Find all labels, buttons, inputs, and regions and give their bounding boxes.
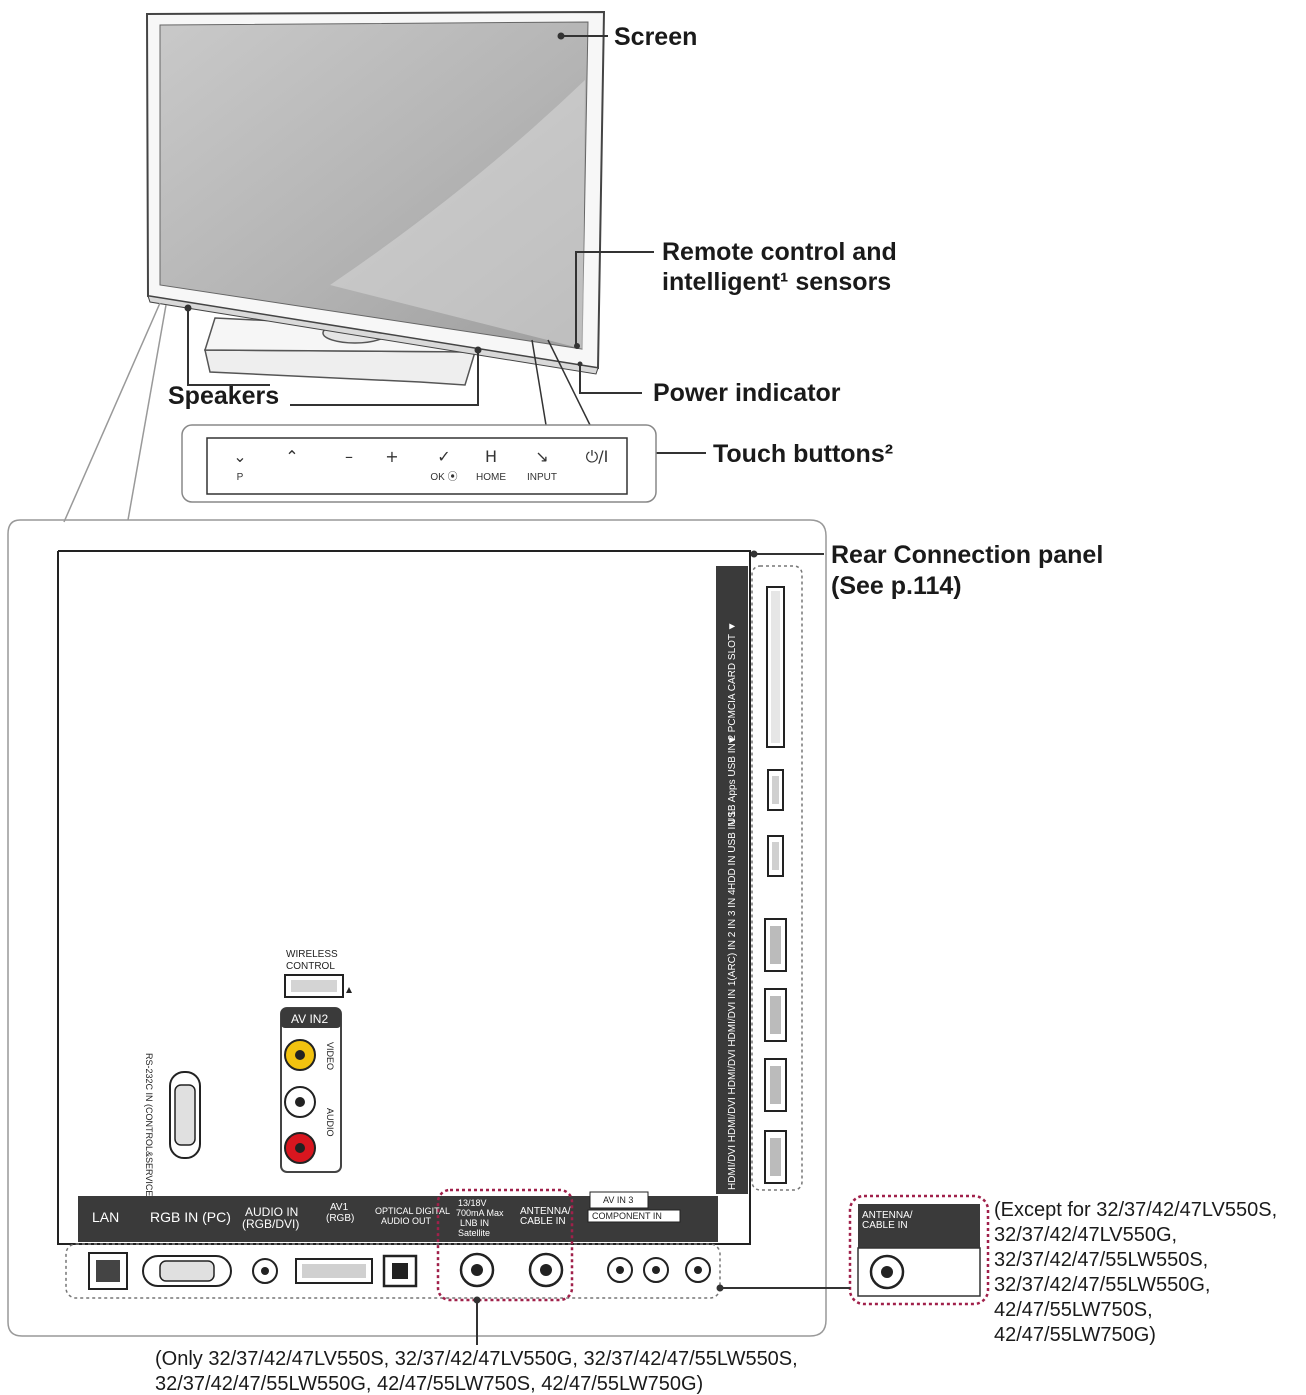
pcmcia-label: ▼ PCMCIA CARD SLOT ▼	[727, 621, 738, 745]
touch-button-label: INPUT	[527, 472, 557, 483]
usb2-label: USB Apps USB IN 2	[727, 735, 738, 825]
antenna-label-1: ANTENNA/	[520, 1206, 571, 1217]
except-note-1: (Except for 32/37/42/47LV550S,	[994, 1199, 1277, 1221]
except-note-4: 32/37/42/47/55LW550G,	[994, 1274, 1210, 1296]
lan-label: LAN	[92, 1209, 119, 1225]
video-label: VIDEO	[325, 1042, 335, 1070]
only-note-2: 32/37/42/47/55LW550G, 42/47/55LW750S, 42…	[155, 1373, 703, 1395]
ext-antenna-label-1: ANTENNA/	[862, 1210, 913, 1221]
sat-label-3: LNB IN	[460, 1218, 489, 1228]
only-note-1: (Only 32/37/42/47LV550S, 32/37/42/47LV55…	[155, 1348, 798, 1370]
touch-button-5[interactable]: H HOME	[476, 447, 506, 483]
audio-in-label-2: (RGB/DVI)	[242, 1217, 299, 1231]
antenna-label-2: CABLE IN	[520, 1216, 566, 1227]
component-label: COMPONENT IN	[592, 1211, 662, 1221]
tv-stand	[204, 349, 477, 386]
av1-label-1: AV1	[330, 1202, 349, 1213]
middle-ports	[169, 974, 352, 1173]
touch-button-symbol: ✓	[437, 447, 450, 466]
av-in3-label: AV IN 3	[603, 1195, 633, 1205]
touch-callout: Touch buttons²	[713, 440, 893, 468]
tv-illustration	[145, 10, 606, 386]
touch-button-4[interactable]: ✓ OK ⦿	[430, 447, 457, 483]
rear-panel-outline	[7, 302, 827, 1337]
sat-label-1: 13/18V	[458, 1198, 487, 1208]
rear-callout	[750, 550, 824, 558]
touch-button-0[interactable]: ⌄P	[233, 447, 246, 483]
av-in2-label: AV IN2	[291, 1012, 328, 1026]
rear-panel-inner	[57, 550, 751, 1245]
speakers-callout: Speakers	[168, 382, 279, 410]
touch-button-label: HOME	[476, 472, 506, 483]
remote-callout-1: Remote control and	[662, 238, 897, 266]
touch-button-symbol: ⌃	[285, 447, 298, 466]
remote-callout-2: intelligent¹ sensors	[662, 268, 891, 296]
side-connection-strip	[716, 565, 803, 1194]
notes: (Only 32/37/42/47LV550S, 32/37/42/47LV55…	[155, 1199, 1277, 1395]
touch-button-6[interactable]: ↘ INPUT	[527, 447, 557, 483]
rear-callout-1: Rear Connection panel	[831, 541, 1103, 569]
screen-callout: Screen	[614, 23, 697, 51]
audio-label: AUDIO	[325, 1108, 335, 1137]
rear-callout-2: (See p.114)	[831, 572, 962, 600]
tv-bottom-edge	[147, 295, 599, 375]
touch-button-3[interactable]: +	[385, 447, 398, 466]
touch-button-symbol: +	[385, 447, 398, 466]
av1-label-2: (RGB)	[326, 1213, 354, 1224]
except-note-6: 42/47/55LW750G)	[994, 1324, 1156, 1346]
touch-button-7[interactable]: ⏻/I	[586, 447, 609, 466]
power-callout: Power indicator	[653, 379, 841, 407]
touch-button-label: P	[237, 472, 244, 483]
callout-texts: Screen Remote control and intelligent¹ s…	[168, 23, 1103, 600]
touch-button-symbol: H	[485, 447, 497, 466]
touch-button-label: OK ⦿	[430, 471, 457, 483]
usb1-label: HDD IN USB IN 1	[727, 811, 738, 890]
middle-port-labels: WIRELESS CONTROL AV IN2 VIDEO AUDIO RS-2…	[144, 949, 338, 1199]
touch-button-symbol: ⌄	[233, 447, 246, 466]
touch-button-symbol: –	[345, 447, 353, 466]
touch-button-symbol: ⏻/I	[586, 447, 609, 466]
note-connectors	[473, 1284, 850, 1345]
except-note-3: 32/37/42/47/55LW550S,	[994, 1249, 1208, 1271]
wireless-label-1: WIRELESS	[286, 949, 338, 960]
sat-label-2: 700mA Max	[456, 1208, 504, 1218]
external-antenna-box: ANTENNA/ CABLE IN	[848, 1194, 990, 1306]
rgb-label: RGB IN (PC)	[150, 1209, 231, 1225]
optical-label-1: OPTICAL DIGITAL	[375, 1206, 450, 1216]
touch-button-1[interactable]: ⌃	[285, 447, 298, 466]
touch-button-2[interactable]: –	[345, 447, 353, 466]
except-note-5: 42/47/55LW750S,	[994, 1299, 1153, 1321]
sat-label-4: Satellite	[458, 1228, 490, 1238]
rs232c-label: RS-232C IN (CONTROL&SERVICE)	[144, 1053, 154, 1199]
audio-in-label-1: AUDIO IN	[245, 1205, 298, 1219]
bottom-connection-strip	[65, 1188, 721, 1302]
screen-reflection	[330, 80, 585, 349]
hdmi-label: HDMI/DVI HDMI/DVI HDMI/DVI HDMI/DVI IN 1…	[727, 889, 738, 1190]
wireless-label-2: CONTROL	[286, 961, 335, 972]
optical-label-2: AUDIO OUT	[381, 1216, 432, 1226]
ext-antenna-label-2: CABLE IN	[862, 1220, 908, 1231]
touch-buttons-panel	[181, 424, 657, 503]
bottom-strip-labels: LAN RGB IN (PC) AUDIO IN (RGB/DVI) AV1 (…	[92, 1195, 662, 1238]
side-strip-labels: ▼ PCMCIA CARD SLOT ▼ USB Apps USB IN 2 H…	[727, 621, 738, 1190]
except-note-2: 32/37/42/47LV550G,	[994, 1224, 1177, 1246]
touch-button-symbol: ↘	[535, 447, 548, 466]
